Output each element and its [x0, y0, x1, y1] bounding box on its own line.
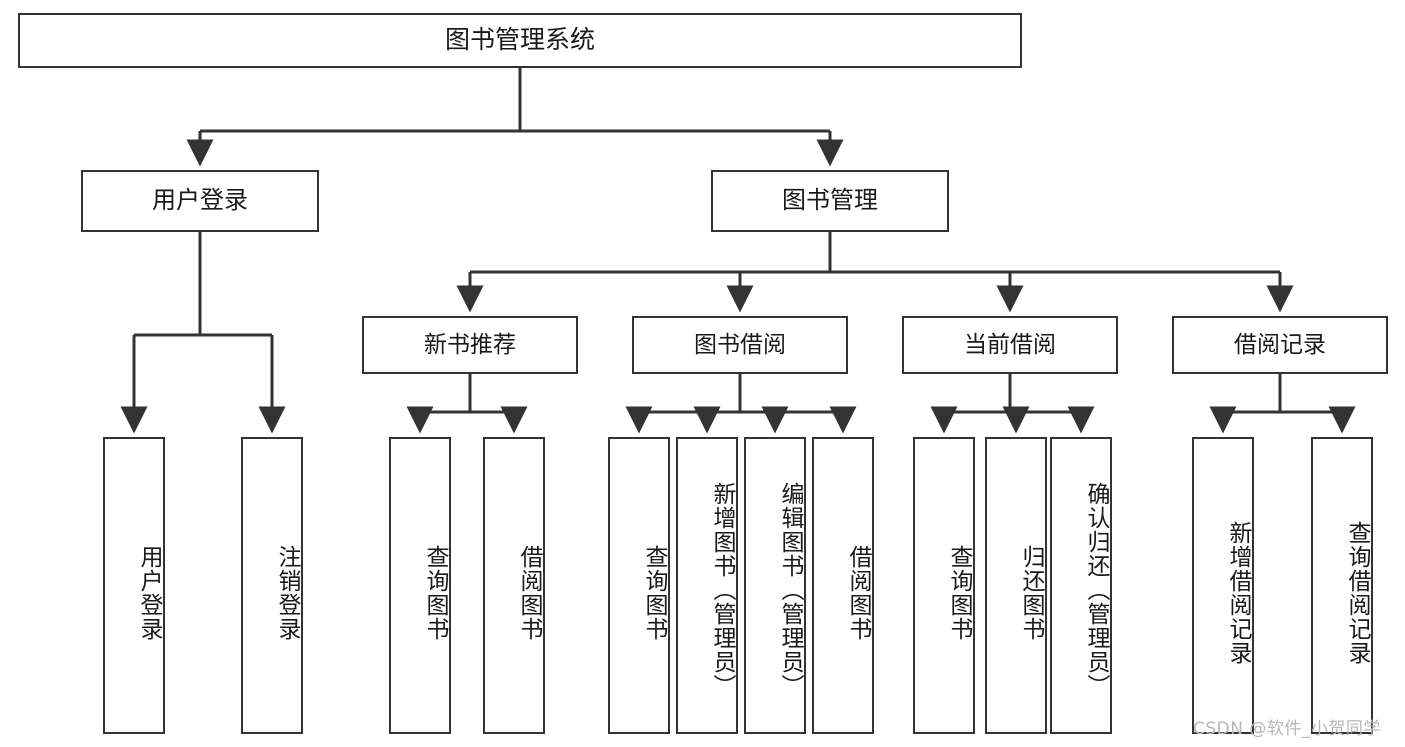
- node-leaf-borrow-book-recommend[interactable]: 借阅图书: [483, 437, 545, 734]
- node-new-book-recommend[interactable]: 新书推荐: [362, 316, 578, 374]
- node-root-system[interactable]: 图书管理系统: [18, 13, 1022, 68]
- node-borrow-record[interactable]: 借阅记录: [1172, 316, 1388, 374]
- node-book-management[interactable]: 图书管理: [711, 170, 949, 232]
- node-leaf-user-logout[interactable]: 注销登录: [241, 437, 303, 734]
- node-current-borrow[interactable]: 当前借阅: [902, 316, 1118, 374]
- node-leaf-add-borrow-record[interactable]: 新增借阅记录: [1192, 437, 1254, 734]
- node-leaf-add-book-admin[interactable]: 新增图书（管理员）: [676, 437, 738, 734]
- node-leaf-edit-book-admin[interactable]: 编辑图书（管理员）: [744, 437, 806, 734]
- node-leaf-query-book-recommend[interactable]: 查询图书: [389, 437, 451, 734]
- node-leaf-return-book[interactable]: 归还图书: [985, 437, 1047, 734]
- node-leaf-confirm-return-admin[interactable]: 确认归还（管理员）: [1050, 437, 1112, 734]
- node-leaf-query-borrow-record[interactable]: 查询借阅记录: [1311, 437, 1373, 734]
- csdn-watermark: CSDN @软件_小贺同学: [1193, 719, 1381, 739]
- node-leaf-borrow-book-borrow[interactable]: 借阅图书: [812, 437, 874, 734]
- node-leaf-user-login[interactable]: 用户登录: [103, 437, 165, 734]
- node-user-login[interactable]: 用户登录: [81, 170, 319, 232]
- node-book-borrow[interactable]: 图书借阅: [632, 316, 848, 374]
- node-leaf-query-book-borrow[interactable]: 查询图书: [608, 437, 670, 734]
- node-leaf-query-book-current[interactable]: 查询图书: [913, 437, 975, 734]
